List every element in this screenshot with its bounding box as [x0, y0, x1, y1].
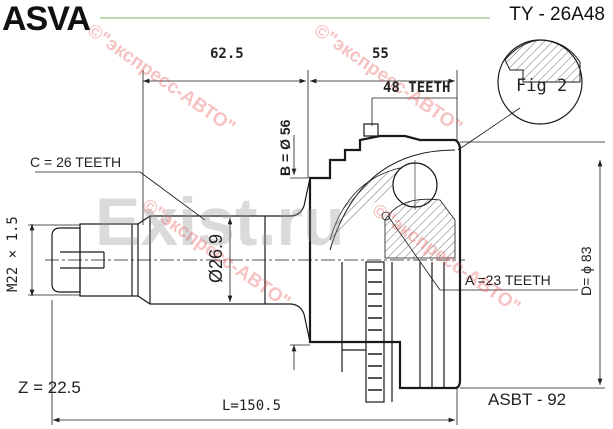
- dim-label-55: 55: [372, 46, 389, 62]
- a-teeth-label: A =23 TEETH: [465, 272, 551, 288]
- shaft: [137, 177, 311, 343]
- fig2-label: Fig 2: [516, 76, 568, 96]
- part-code: TY - 26A48: [509, 4, 605, 25]
- ref-code: ASBT - 92: [488, 390, 567, 409]
- brand-logo: ASVA: [2, 0, 91, 38]
- watermark-exist: Exist.ru: [95, 184, 345, 260]
- threaded-stub: [51, 227, 81, 293]
- c-teeth-label: C = 26 TEETH: [30, 154, 122, 170]
- outer-teeth-label: 48 TEETH: [383, 80, 451, 96]
- d-diameter-label: D= ϕ 83: [578, 246, 594, 296]
- z-label: Z = 22.5: [18, 378, 81, 397]
- dim-label-62-5: 62.5: [210, 46, 244, 62]
- b-diameter-label: B = Ø 56: [277, 119, 293, 176]
- outer-housing: [308, 134, 462, 390]
- abs-ring: [365, 261, 385, 403]
- shaft-diameter-label: Ø26.9: [206, 233, 226, 283]
- total-length-label: L=150.5: [222, 398, 282, 414]
- thread-label: M22 × 1.5: [5, 216, 21, 292]
